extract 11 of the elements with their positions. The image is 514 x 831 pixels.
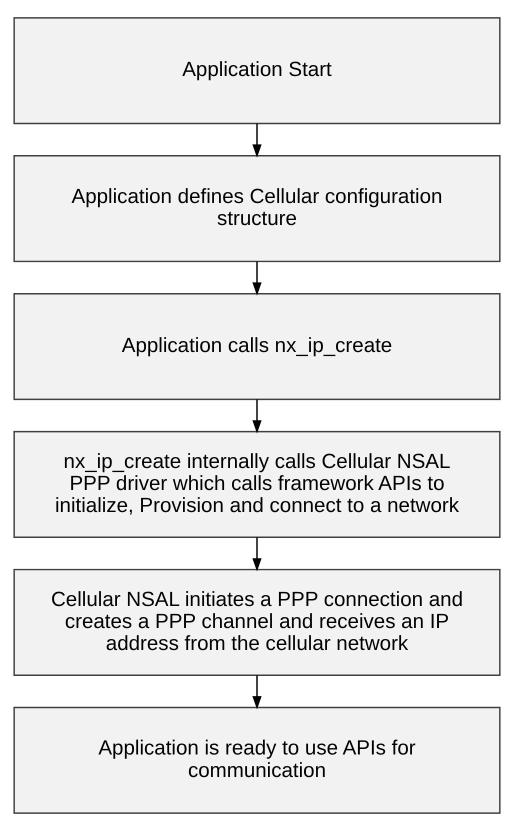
node-box: Application defines Cellular configuration structure — [13, 155, 501, 262]
arrow — [252, 262, 262, 296]
node-box: Application calls nx_ip_create — [13, 292, 501, 400]
node-box: Application is ready to use APIs for communication — [13, 706, 501, 814]
node-box: Application Start — [13, 17, 501, 124]
arrow — [252, 537, 262, 572]
arrow — [252, 399, 262, 434]
node-box: Cellular NSAL initiates a PPP connection and creates a PPP channel and receives an IP address from the cellular network — [13, 568, 501, 676]
node-box: nx_ip_create internally calls Cellular NSAL PPP driver which calls framework APIs to initialize, Provision and connect to a network — [13, 430, 501, 538]
arrow — [252, 124, 262, 158]
arrow — [252, 675, 262, 710]
